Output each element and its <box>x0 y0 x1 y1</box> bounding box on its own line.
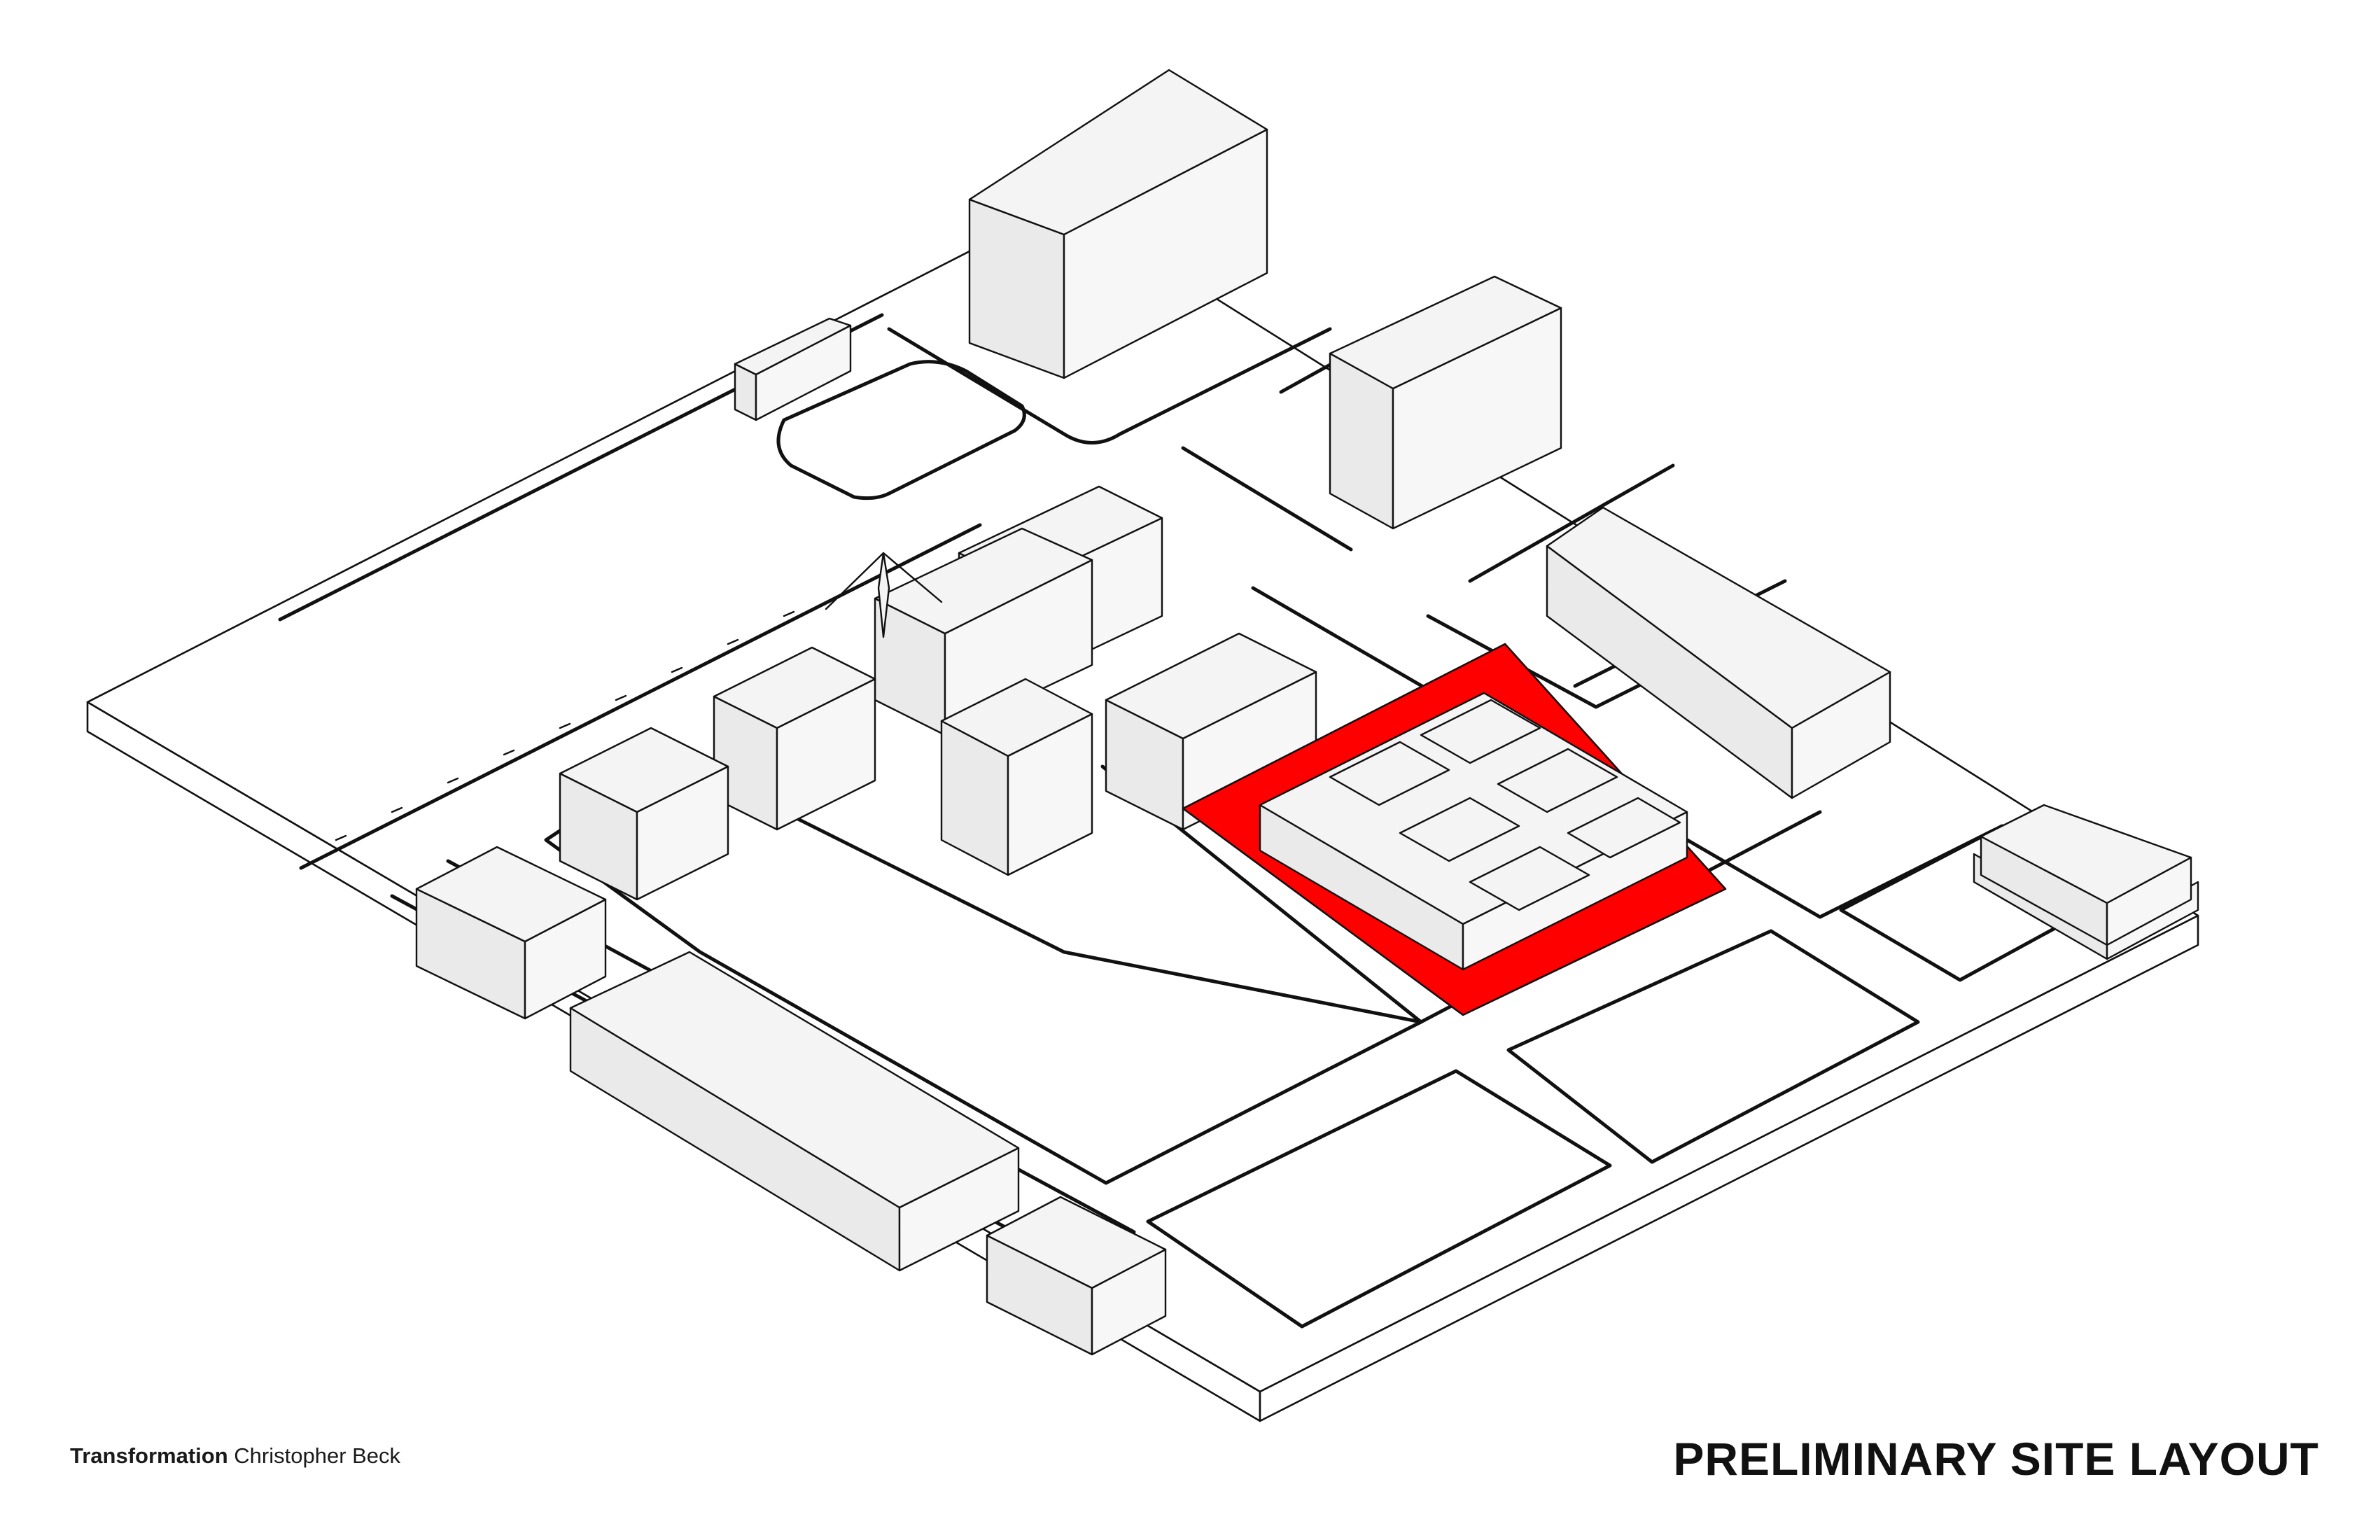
building-south <box>986 1196 1167 1356</box>
building-cluster-center <box>559 485 1163 901</box>
north-plaza-curb <box>776 360 1026 500</box>
building-southwest-small <box>415 846 607 1020</box>
block-south-2 <box>1146 1069 1612 1329</box>
building-far-east <box>1973 804 2199 960</box>
building-north-tower <box>968 69 1268 379</box>
credit-line: Transformation Christopher Beck <box>70 1443 400 1469</box>
avenue-curb-detail <box>335 610 795 841</box>
block-south-1 <box>1506 929 1920 1164</box>
diagram-title: PRELIMINARY SITE LAYOUT <box>1673 1433 2319 1485</box>
project-name: Transformation <box>70 1443 228 1468</box>
author-name: Christopher Beck <box>234 1443 401 1468</box>
building-adjacent-site <box>1105 632 1317 831</box>
building-east-tower <box>1329 275 1562 530</box>
building-southwest-long <box>569 951 1020 1272</box>
proposed-massing <box>1259 692 1688 971</box>
church-spire <box>825 552 943 638</box>
building-east-long <box>1546 506 1891 799</box>
buildings <box>415 69 2199 1356</box>
proposed-site <box>1182 643 1727 1016</box>
building-north-small <box>734 317 852 421</box>
